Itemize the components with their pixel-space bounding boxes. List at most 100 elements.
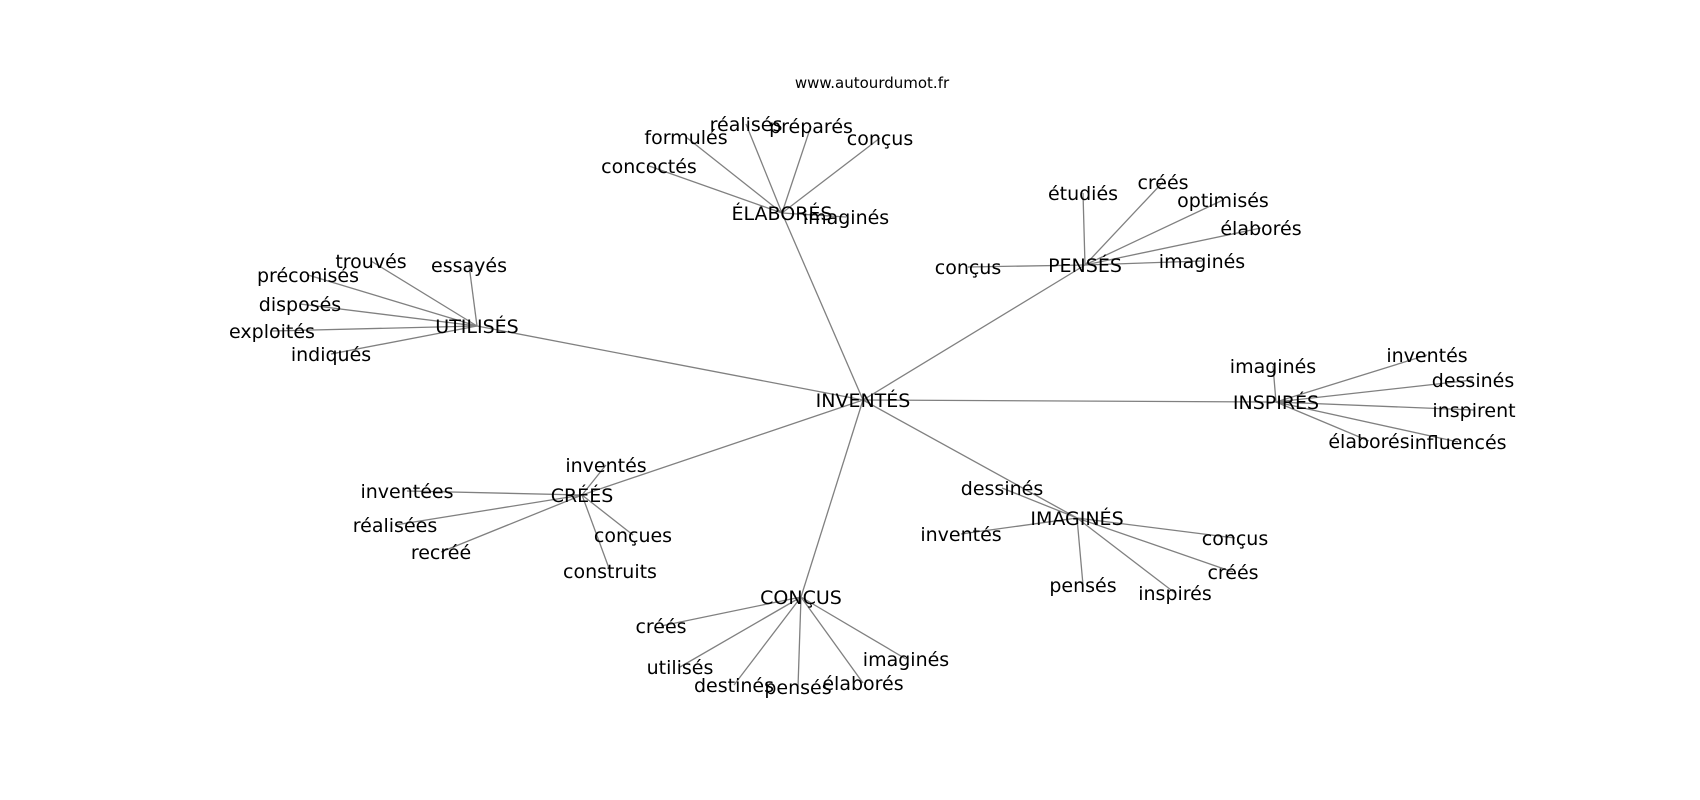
edge-hub-to-leaf	[1076, 517, 1176, 594]
hub-node-label: UTILISÉS	[435, 315, 518, 338]
leaf-node-label: inspirés	[1138, 583, 1212, 605]
hub-node-label: CRÉÉS	[551, 484, 614, 507]
leaf-node-label: imaginés	[803, 207, 889, 229]
edge-center-to-hub	[476, 325, 864, 401]
leaf-node-label: trouvés	[335, 251, 406, 273]
leaf-node-label: dessinés	[1432, 370, 1514, 392]
edge-center-to-hub	[781, 212, 864, 401]
edge-hub-to-leaf	[1084, 181, 1164, 266]
edge-hub-to-leaf	[800, 596, 907, 660]
leaf-node-label: inventés	[565, 455, 646, 477]
edge-hub-to-leaf	[967, 264, 1086, 268]
leaf-node-label: réalisés	[710, 114, 783, 136]
edge-hub-to-leaf	[1275, 354, 1428, 403]
edge-hub-to-leaf	[1082, 192, 1086, 266]
edge-center-to-hub	[862, 399, 1078, 519]
edge-hub-to-leaf	[781, 212, 847, 218]
source-label: www.autourdumot.fr	[795, 74, 950, 92]
edge-center-to-hub	[800, 399, 864, 598]
leaf-node-label: pensés	[1049, 575, 1116, 597]
edge-hub-to-leaf	[1084, 260, 1203, 266]
leaf-node-label: élaborés	[1328, 431, 1409, 453]
edge-hub-to-leaf	[800, 596, 864, 684]
hub-node-label: INSPIRÉS	[1233, 391, 1319, 414]
leaf-node-label: inventées	[360, 481, 453, 503]
edge-hub-to-leaf	[781, 137, 881, 214]
leaf-node-label: conçus	[935, 257, 1002, 279]
leaf-node-label: recréé	[411, 542, 471, 564]
leaf-node-label: imaginés	[1230, 356, 1316, 378]
edge-hub-to-leaf	[1275, 401, 1459, 443]
edge-hub-to-leaf	[394, 494, 583, 526]
edge-hub-to-leaf	[330, 325, 478, 355]
edge-hub-to-leaf	[679, 596, 802, 668]
leaf-node-label: conçues	[594, 525, 672, 547]
edge-hub-to-leaf	[307, 274, 478, 327]
leaf-node-label: influencés	[1409, 432, 1506, 454]
leaf-node-label: imaginés	[1159, 251, 1245, 273]
edge-hub-to-leaf	[648, 165, 783, 214]
leaf-node-label: pensés	[764, 677, 831, 699]
leaf-node-label: formulés	[644, 127, 727, 149]
leaf-node-label: créés	[1207, 562, 1258, 584]
leaf-node-label: concoctés	[601, 156, 697, 178]
edge-hub-to-leaf	[1275, 401, 1370, 442]
edge-hub-to-leaf	[581, 494, 611, 572]
edge-hub-to-leaf	[1076, 517, 1084, 586]
edge-center-to-hub	[862, 264, 1086, 401]
leaf-node-label: construits	[563, 561, 657, 583]
leaf-node-label: indiqués	[291, 344, 371, 366]
leaf-node-label: préconisés	[257, 265, 359, 287]
leaf-node-label: étudiés	[1048, 183, 1118, 205]
leaf-node-label: élaborés	[822, 673, 903, 695]
leaf-node-label: préparés	[769, 116, 853, 138]
edge-hub-to-leaf	[733, 596, 802, 686]
leaf-node-label: inventés	[920, 524, 1001, 546]
leaf-node-label: inspirent	[1432, 400, 1515, 422]
leaf-node-label: essayés	[431, 255, 507, 277]
hub-node-label: PENSÉS	[1048, 254, 1122, 277]
hub-node-label: CONÇUS	[760, 587, 842, 609]
leaf-node-label: utilisés	[647, 657, 714, 679]
edge-hub-to-leaf	[745, 123, 783, 214]
edge-hub-to-leaf	[1272, 365, 1277, 403]
edge-center-to-hub	[862, 399, 1277, 403]
edge-hub-to-leaf	[581, 494, 634, 536]
edge-hub-to-leaf	[1084, 227, 1262, 266]
edge-hub-to-leaf	[1001, 487, 1078, 519]
leaf-node-label: inventés	[1386, 345, 1467, 367]
edge-center-to-hub	[581, 399, 864, 496]
leaf-node-label: créés	[635, 616, 686, 638]
edge-hub-to-leaf	[271, 325, 478, 332]
leaf-node-label: imaginés	[863, 649, 949, 671]
edge-hub-to-leaf	[581, 464, 607, 496]
edge-hub-to-leaf	[781, 125, 812, 214]
center-node-label: INVENTÉS	[816, 389, 911, 412]
leaf-node-label: créés	[1137, 172, 1188, 194]
edge-hub-to-leaf	[797, 596, 802, 688]
leaf-node-label: disposés	[259, 294, 341, 316]
edge-hub-to-leaf	[468, 264, 478, 327]
edges-layer	[271, 123, 1475, 688]
leaf-node-label: réalisées	[353, 515, 437, 537]
edge-hub-to-leaf	[406, 490, 583, 496]
leaf-node-label: conçus	[1202, 528, 1269, 550]
leaf-node-label: élaborés	[1220, 218, 1301, 240]
edge-hub-to-leaf	[1275, 401, 1475, 411]
edge-hub-to-leaf	[660, 596, 802, 627]
leaf-node-label: conçus	[847, 128, 914, 150]
edge-hub-to-leaf	[299, 303, 478, 327]
leaf-node-label: destinés	[694, 675, 774, 697]
leaf-node-label: optimisés	[1177, 190, 1269, 212]
edge-hub-to-leaf	[1275, 379, 1474, 403]
edge-hub-to-leaf	[1076, 517, 1234, 573]
leaf-node-label: exploités	[229, 321, 315, 343]
edge-hub-to-leaf	[1076, 517, 1236, 539]
edge-hub-to-leaf	[440, 494, 583, 553]
labels-layer: INVENTÉSÉLABORÉSformulésréaliséspréparés…	[229, 114, 1516, 699]
edge-hub-to-leaf	[685, 136, 783, 214]
leaf-node-label: dessinés	[961, 478, 1043, 500]
edge-hub-to-leaf	[370, 260, 478, 327]
